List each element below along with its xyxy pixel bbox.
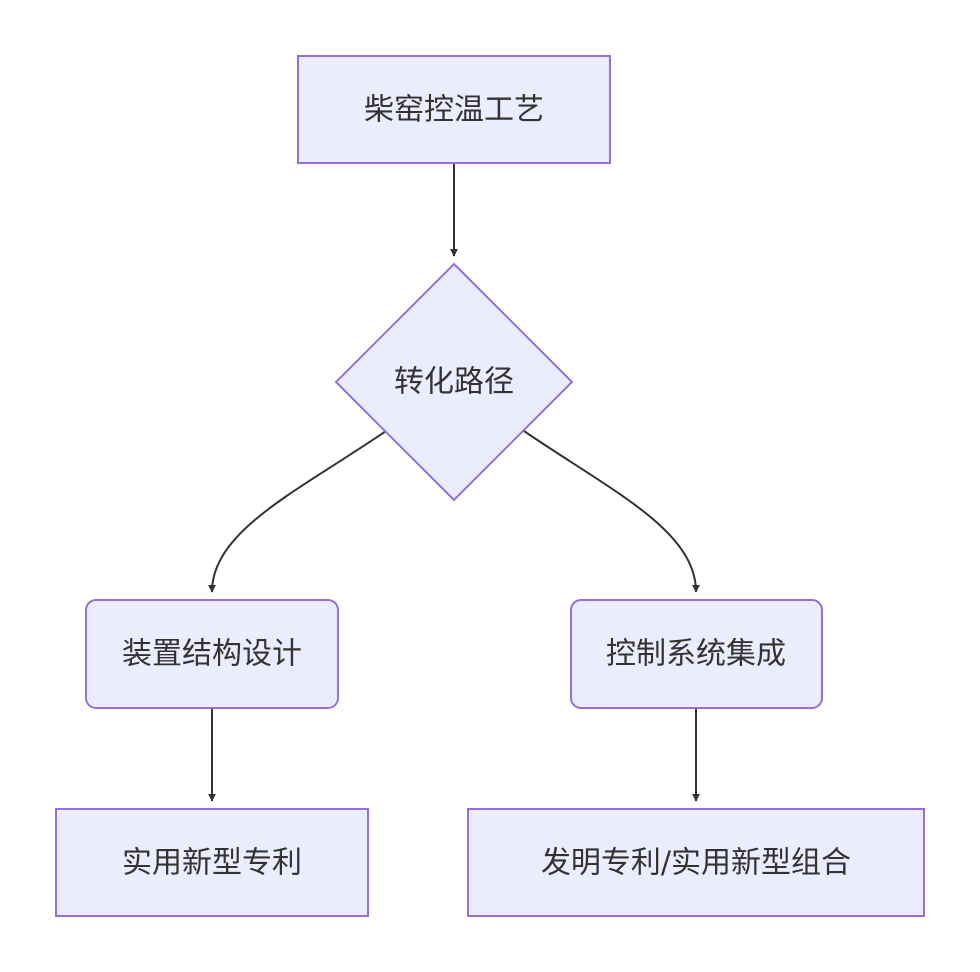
node-utility-patent: 实用新型专利: [55, 808, 369, 917]
edge-decision-to-structure: [208, 430, 387, 593]
edge-decision-to-control: [523, 430, 700, 593]
node-process-label: 柴窑控温工艺: [364, 93, 544, 128]
node-structure: 装置结构设计: [85, 599, 339, 709]
node-invention-combo-box: [467, 808, 925, 917]
node-decision: 转化路径: [334, 262, 574, 502]
node-decision-diamond: [334, 262, 574, 502]
node-utility-patent-label: 实用新型专利: [122, 846, 302, 881]
node-control: 控制系统集成: [570, 599, 823, 709]
node-utility-patent-box: [55, 808, 369, 917]
node-invention-combo-label: 发明专利/实用新型组合: [541, 846, 851, 881]
node-structure-label: 装置结构设计: [122, 637, 302, 672]
node-control-box: [570, 599, 823, 709]
node-control-label: 控制系统集成: [606, 637, 786, 672]
node-process: 柴窑控温工艺: [297, 55, 611, 164]
node-process-box: [297, 55, 611, 164]
edges: [208, 163, 700, 802]
node-structure-box: [85, 599, 339, 709]
node-decision-label: 转化路径: [394, 365, 514, 400]
node-invention-combo: 发明专利/实用新型组合: [467, 808, 925, 917]
